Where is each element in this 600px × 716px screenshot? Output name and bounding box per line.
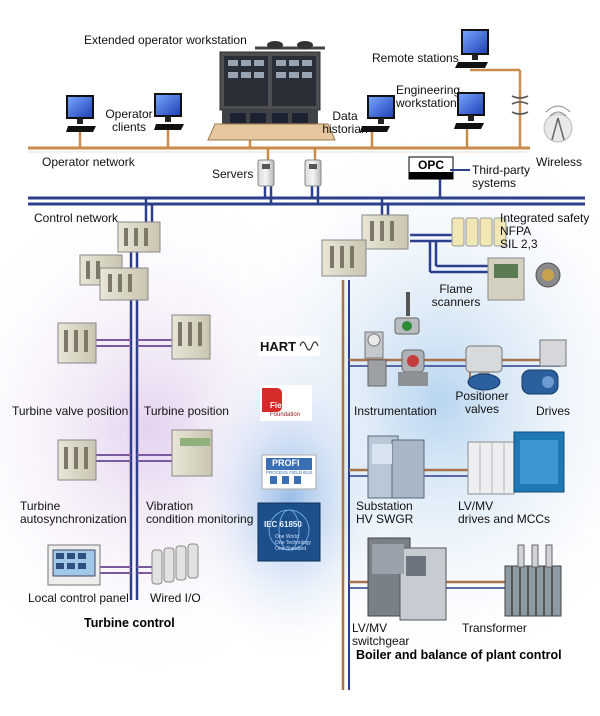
turbine-controllers <box>79 221 161 301</box>
safety-modules <box>451 217 507 247</box>
server-2 <box>304 159 322 187</box>
label-positioner-line1: Positioner <box>455 389 509 403</box>
switchgear-graphic <box>367 537 447 621</box>
label-remote-stations: Remote stations <box>372 51 459 65</box>
profi-logo-subtext: PROCESS FIELD BUS <box>266 470 313 475</box>
label-third-party: Third-party systems <box>472 164 530 190</box>
label-substation-line1: Substation <box>356 499 413 513</box>
profi-logo <box>261 454 317 490</box>
label-lvmv-switchgear: LV/MV switchgear <box>352 622 409 648</box>
profi-logo-text: PROFI <box>272 458 300 468</box>
label-lvmv-drives-line1: LV/MV <box>458 499 494 513</box>
label-extended-workstation: Extended operator workstation <box>84 33 247 47</box>
label-third-party-line1: Third-party <box>472 163 531 177</box>
control-network-bus <box>28 196 585 206</box>
label-positioner-valves: Positioner valves <box>452 390 512 416</box>
label-lvmv-drives-line2: drives and MCCs <box>458 512 551 526</box>
label-integrated-safety-line1: Integrated safety <box>500 211 590 225</box>
wireless-tower <box>543 105 573 143</box>
opc-logo <box>408 156 454 180</box>
drives-graphic <box>521 339 567 395</box>
label-lvmv-switch-line2: switchgear <box>352 634 410 648</box>
label-flame-line1: Flame <box>439 282 473 296</box>
iec-logo-subtext: One World One Technology One Standard <box>275 534 311 552</box>
label-integrated-safety: Integrated safety NFPA SIL 2,3 <box>500 212 589 251</box>
iec-sub-line1: One World <box>275 534 299 540</box>
iec-sub-line2: One Technology <box>275 540 312 546</box>
label-turbine-auto: Turbine autosynchronization <box>20 500 127 526</box>
label-drives: Drives <box>536 404 571 418</box>
label-lvmv-switch-line1: LV/MV <box>352 621 388 635</box>
label-integrated-safety-line3: SIL 2,3 <box>500 237 538 251</box>
label-third-party-line2: systems <box>472 176 517 190</box>
pc-operator-1 <box>66 95 96 132</box>
turbine-io-module-slots <box>64 322 210 469</box>
label-operator-clients: Operator clients <box>100 108 158 134</box>
label-wireless: Wireless <box>536 155 583 169</box>
label-lvmv-drives: LV/MV drives and MCCs <box>458 500 550 526</box>
iec-logo <box>257 502 321 562</box>
turbine-io-bus <box>95 245 175 600</box>
fieldbus-logo <box>260 385 312 421</box>
label-wired-io: Wired I/O <box>150 591 201 605</box>
label-integrated-safety-line2: NFPA <box>500 224 532 238</box>
label-engineering-line1: Engineering <box>396 83 461 97</box>
label-engineering-line2: workstation <box>396 96 457 110</box>
label-flame-line2: scanners <box>431 295 481 309</box>
label-transformer: Transformer <box>462 621 527 635</box>
label-vibration: Vibration condition monitoring <box>146 500 253 526</box>
label-vibration-line2: condition monitoring <box>146 512 254 526</box>
label-turbine-valve-position: Turbine valve position <box>12 404 129 418</box>
label-positioner-line2: valves <box>464 402 499 416</box>
pc-remote <box>455 29 489 68</box>
label-turbine-auto-line1: Turbine <box>20 499 61 513</box>
opc-logo-text: OPC <box>418 158 445 172</box>
label-turbine-auto-line2: autosynchronization <box>20 512 127 526</box>
section-title-boiler: Boiler and balance of plant control <box>356 648 562 662</box>
extended-workstation-graphic <box>207 41 336 141</box>
label-control-network: Control network <box>34 211 119 225</box>
iec-sub-line3: One Standard <box>275 546 307 552</box>
label-local-control-panel: Local control panel <box>28 591 129 605</box>
safety-links <box>410 233 490 274</box>
instrumentation-graphic <box>364 292 428 387</box>
label-flame-scanners: Flame scanners <box>428 283 484 309</box>
label-substation-line2: HV SWGR <box>356 512 414 526</box>
pc-operator-2 <box>154 93 184 130</box>
label-substation: Substation HV SWGR <box>356 500 413 526</box>
label-operator-clients-line1: Operator <box>105 107 153 121</box>
label-turbine-position: Turbine position <box>144 404 229 418</box>
label-engineering-workstation: Engineering workstation <box>396 84 460 110</box>
positioner-valves-graphic <box>465 345 503 391</box>
pc-engineering <box>454 92 485 129</box>
label-operator-clients-line2: clients <box>111 120 146 134</box>
server-1 <box>257 159 275 187</box>
operator-network-bus <box>28 146 530 153</box>
hart-logo-text: HART <box>260 339 297 354</box>
fieldbus-logo-subtext: Foundation <box>270 412 301 418</box>
fieldbus-logo-text: Fieldbus <box>270 401 303 410</box>
section-title-turbine: Turbine control <box>84 616 175 630</box>
iec-logo-text: IEC 61850 <box>264 520 302 529</box>
label-data-historian: Data historian <box>320 110 370 136</box>
label-operator-network: Operator network <box>42 155 135 169</box>
transformer-graphic <box>504 544 562 617</box>
flame-scanner <box>487 257 561 301</box>
wired-io-graphic <box>151 543 199 585</box>
center-glow <box>180 330 400 670</box>
substation-graphic <box>367 435 425 499</box>
label-vibration-line1: Vibration <box>146 499 194 513</box>
label-servers: Servers <box>212 167 254 181</box>
lvmv-drives-graphic <box>467 431 565 495</box>
hart-logo <box>258 336 320 356</box>
label-data-historian-line1: Data <box>332 109 358 123</box>
local-control-panel-graphic <box>47 544 101 586</box>
remote-link <box>470 68 529 148</box>
boiler-controllers <box>321 214 409 277</box>
pc-historian <box>360 95 395 132</box>
label-data-historian-line2: historian <box>322 122 368 136</box>
label-instrumentation: Instrumentation <box>354 404 437 418</box>
